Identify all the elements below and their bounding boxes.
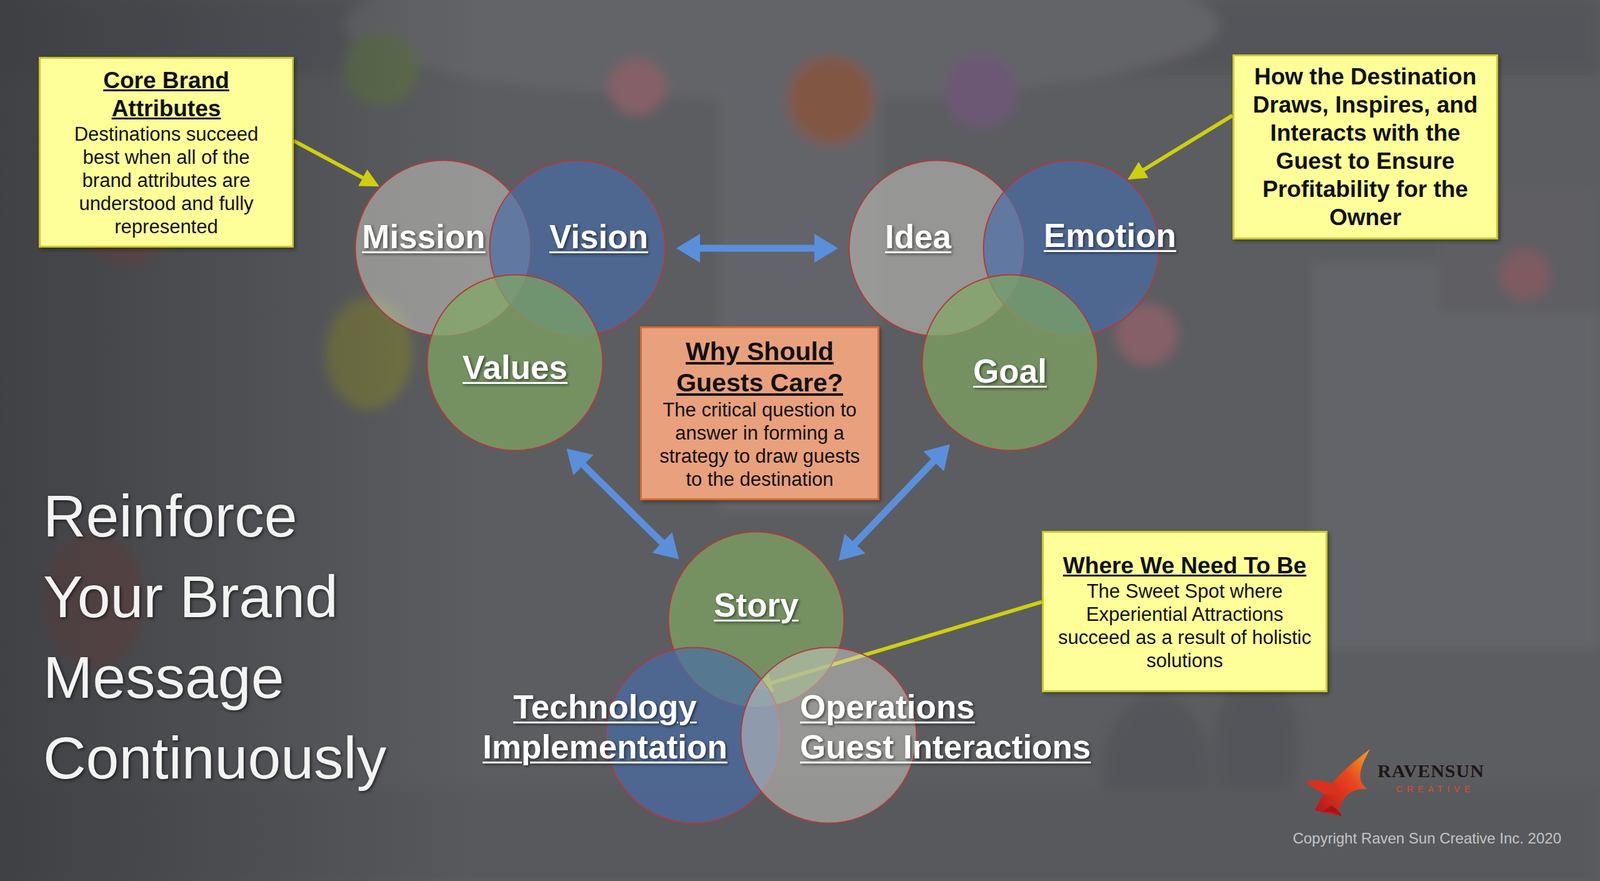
logo-wordmark: RAVENSUN — [1377, 760, 1485, 782]
question-box: Why Should Guests Care?The critical ques… — [640, 326, 880, 500]
venn-circle-fill — [427, 275, 604, 451]
leader-arrow — [293, 140, 367, 180]
callout-box: Where We Need To BeThe Sweet Spot where … — [1041, 530, 1328, 692]
copyright-note: Copyright Raven Sun Creative Inc. 2020 — [1292, 829, 1562, 847]
venn-circle: Goal — [921, 273, 1099, 452]
circle-label: Idea — [885, 216, 952, 257]
bird-wing — [1306, 780, 1344, 795]
venn-circle-fill — [922, 275, 1099, 451]
box-text: How the Destination Draws, Inspires, and… — [1245, 62, 1485, 232]
venn-circle: Operations Guest Interactions — [740, 646, 918, 824]
logo-bird — [1306, 748, 1370, 817]
circle-label: Technology Implementation — [473, 686, 737, 767]
venn-circle: Values — [426, 273, 604, 452]
circle-label: Emotion — [1043, 215, 1177, 256]
bird-tail — [1322, 805, 1342, 817]
slide-title: Reinforce Your Brand Message Continuousl… — [43, 475, 419, 799]
box-text: Destinations succeed best when all of th… — [56, 122, 276, 239]
box-text: The Sweet Spot where Experiential Attrac… — [1056, 579, 1314, 672]
logo-tagline: CREATIVE — [1396, 783, 1475, 794]
circle-label: Vision — [549, 216, 649, 257]
box-heading: Why Should Guests Care? — [651, 335, 868, 399]
circle-label: Mission — [361, 216, 485, 257]
box-text: The critical question to answer in formi… — [651, 398, 868, 491]
box-heading: Core Brand Attributes — [56, 66, 276, 123]
callout-box: How the Destination Draws, Inspires, and… — [1232, 54, 1499, 240]
box-heading: Where We Need To Be — [1056, 551, 1314, 580]
circle-label: Story — [713, 585, 799, 625]
circle-label: Operations Guest Interactions — [800, 686, 1100, 767]
link-arrow — [695, 245, 820, 252]
circle-label: Values — [462, 347, 568, 388]
circle-label: Goal — [973, 351, 1047, 392]
callout-box: Core Brand AttributesDestinations succee… — [38, 56, 294, 248]
leader-arrow — [1140, 115, 1233, 172]
